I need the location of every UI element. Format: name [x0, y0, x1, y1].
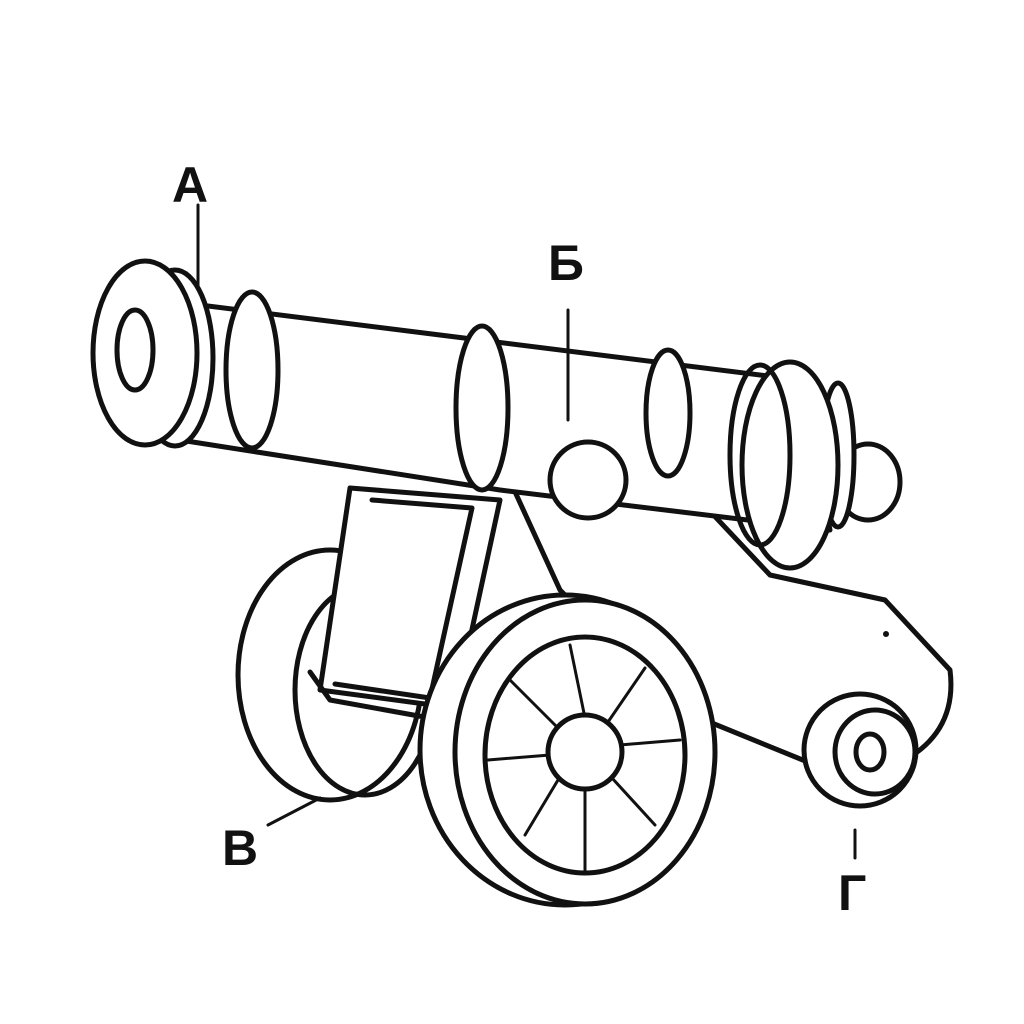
label-v: В — [222, 820, 258, 876]
label-a: А — [172, 157, 208, 213]
label-g: Г — [838, 865, 866, 921]
label-b: Б — [548, 235, 584, 291]
front-wheel — [420, 595, 715, 905]
rear-truck-wheel — [804, 694, 916, 806]
